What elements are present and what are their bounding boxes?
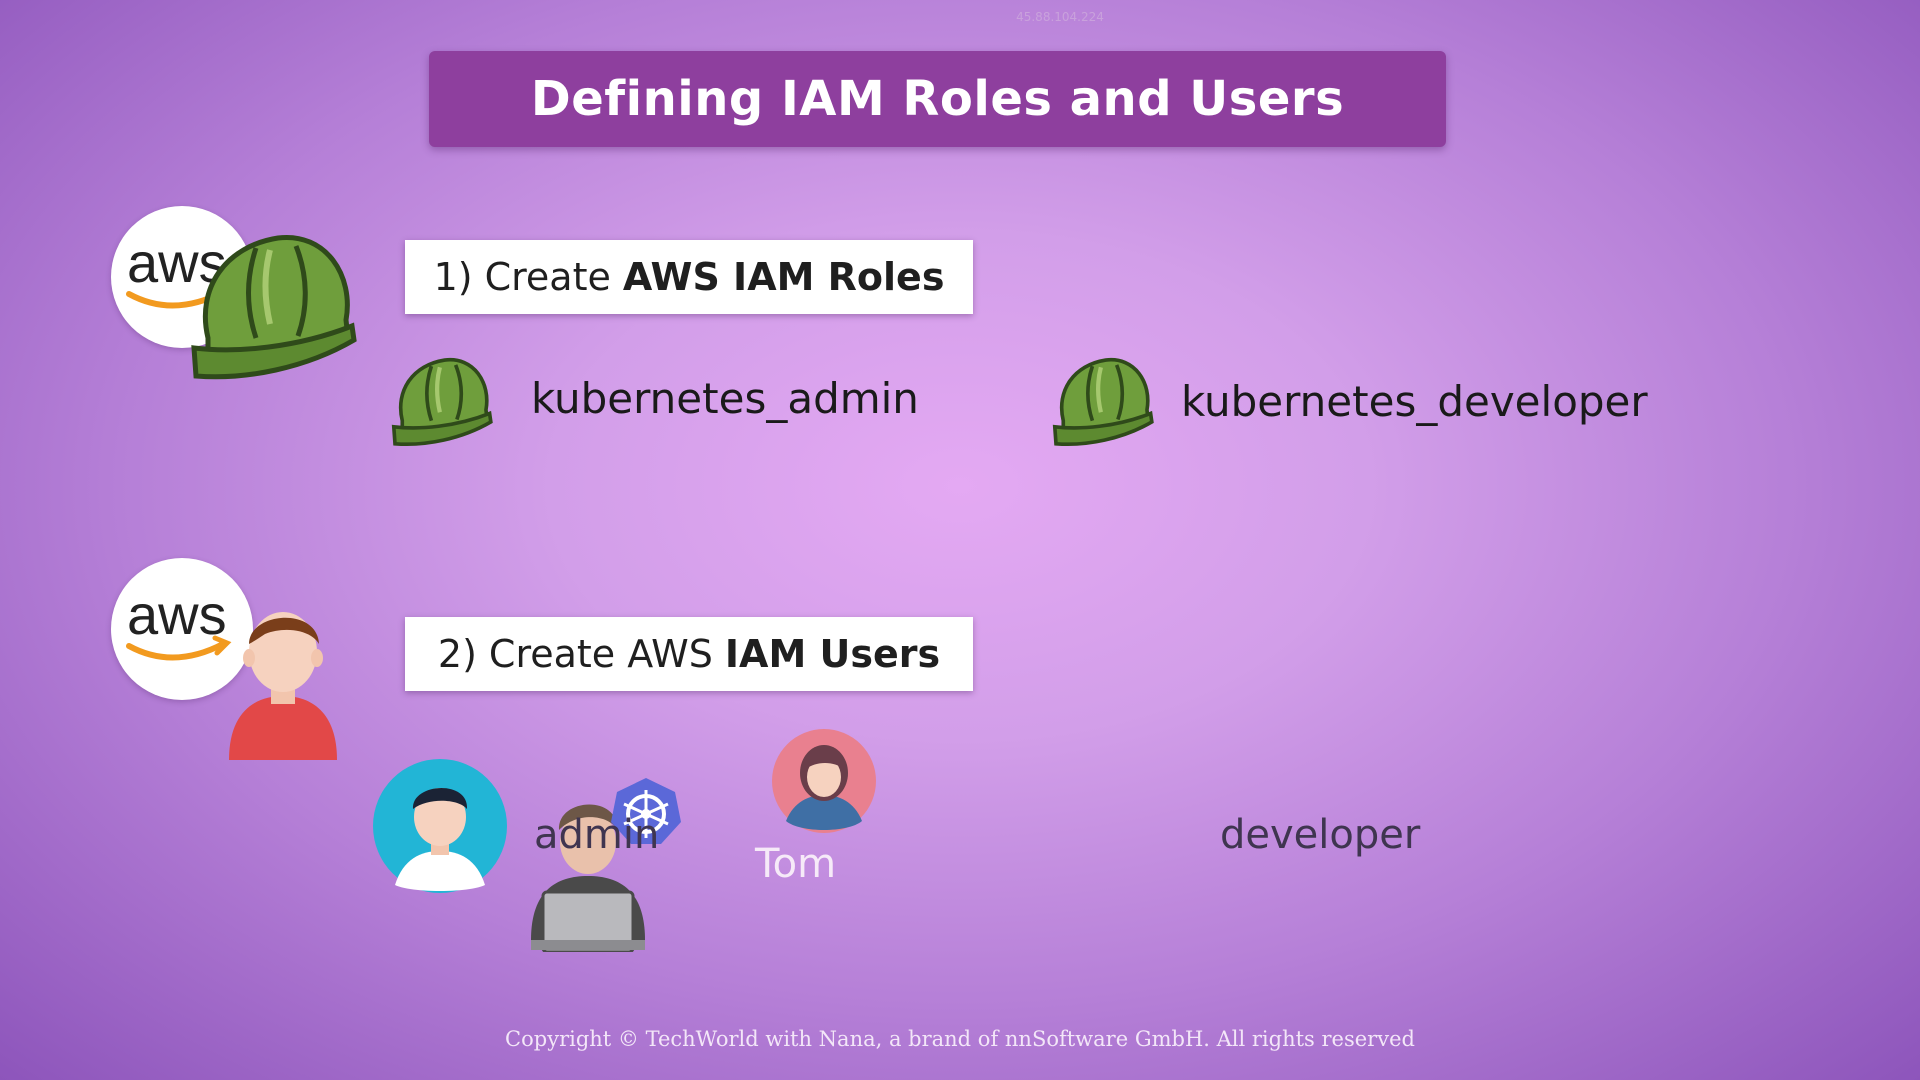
step-number: 2) <box>437 632 477 676</box>
step-bold: AWS IAM Roles <box>622 255 945 299</box>
role-label-developer: kubernetes_developer <box>1181 377 1648 426</box>
developer-laptop-icon <box>521 780 655 956</box>
kubernetes-icon <box>609 776 683 852</box>
helmet-icon <box>388 354 496 452</box>
step-number: 1) <box>433 255 473 299</box>
ip-watermark: 45.88.104.224 <box>1016 10 1104 24</box>
helmet-icon <box>1049 354 1157 452</box>
step-create-roles: 1) Create AWS IAM Roles <box>405 240 973 314</box>
aws-logo-icon: aws <box>111 558 253 700</box>
copyright-footer: Copyright © TechWorld with Nana, a brand… <box>505 1027 1415 1051</box>
helmet-large-icon <box>186 228 361 387</box>
tom-avatar-icon <box>772 729 876 837</box>
user-label-tom: Tom <box>755 841 837 887</box>
title-banner: Defining IAM Roles and Users <box>429 51 1446 147</box>
admin-avatar-icon <box>373 759 507 897</box>
role-label-admin: kubernetes_admin <box>531 374 919 423</box>
user-person-icon <box>225 600 341 769</box>
step-prefix: Create <box>484 255 611 299</box>
step-bold: IAM Users <box>724 632 941 676</box>
user-label-developer: developer <box>1220 812 1421 858</box>
aws-logo-text: aws <box>127 583 227 646</box>
step-prefix: Create AWS <box>488 632 713 676</box>
user-label-admin: admin <box>534 812 660 858</box>
step-create-users: 2) Create AWS IAM Users <box>405 617 973 691</box>
page-title: Defining IAM Roles and Users <box>530 71 1345 127</box>
